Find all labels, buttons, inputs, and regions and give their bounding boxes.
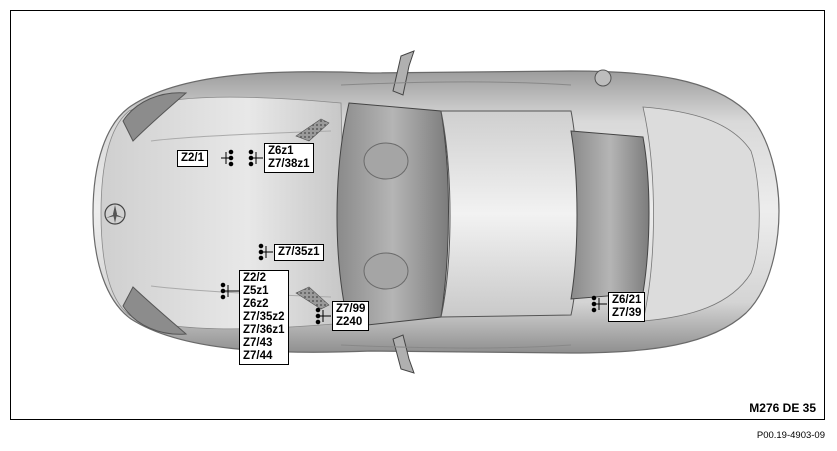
car-top-view-illustration (92, 50, 780, 374)
star-emblem (104, 203, 126, 225)
mirror-top (392, 50, 415, 96)
callout-label: Z6z1 (268, 145, 294, 157)
figure-reference: P00.19-4903-09 (756, 430, 825, 441)
callout-label: Z5z1 (243, 285, 269, 297)
callout-z6z1: Z6z1 Z7/38z1 (264, 143, 314, 173)
windshield (336, 102, 449, 328)
headlight-right (122, 286, 188, 335)
vent-bottom (295, 286, 330, 310)
trunk (642, 106, 760, 322)
callout-z7-99: Z7/99 Z240 (332, 301, 370, 331)
mirror-bottom (392, 334, 415, 374)
callout-label: Z6/21 (612, 294, 642, 306)
callout-z7-35z1: Z7/35z1 (274, 244, 324, 261)
diagram-code: M276 DE 35 (749, 401, 816, 415)
rear-window (570, 130, 650, 300)
callout-z2-2: Z2/2 Z5z1 Z6z2 Z7/35z2 Z7/36z1 Z7/43 Z7/… (239, 270, 289, 365)
roof (440, 110, 579, 318)
callout-label: Z7/38z1 (268, 158, 310, 170)
callout-z6-21: Z6/21 Z7/39 (608, 292, 646, 322)
callout-label: Z7/99 (336, 303, 366, 315)
fuel-cap (594, 69, 612, 87)
callout-label: Z7/44 (243, 350, 273, 362)
callout-label: Z2/2 (243, 272, 267, 284)
callout-z2-1: Z2/1 (177, 150, 209, 167)
headlight-left (122, 92, 188, 142)
connector-leads (220, 149, 607, 325)
callout-label: Z7/43 (243, 337, 273, 349)
vent-top (295, 118, 330, 142)
callout-label: Z7/39 (612, 307, 642, 319)
callout-label: Z7/35z2 (243, 311, 285, 323)
callout-label: Z240 (336, 316, 363, 328)
callout-label: Z7/35z1 (278, 246, 320, 258)
callout-label: Z7/36z1 (243, 324, 285, 336)
diagram-frame: Z2/1 Z6z1 Z7/38z1 Z7/35z1 Z2/2 Z5z1 Z6z2… (10, 10, 825, 420)
callout-label: Z2/1 (181, 152, 205, 164)
callout-label: Z6z2 (243, 298, 269, 310)
